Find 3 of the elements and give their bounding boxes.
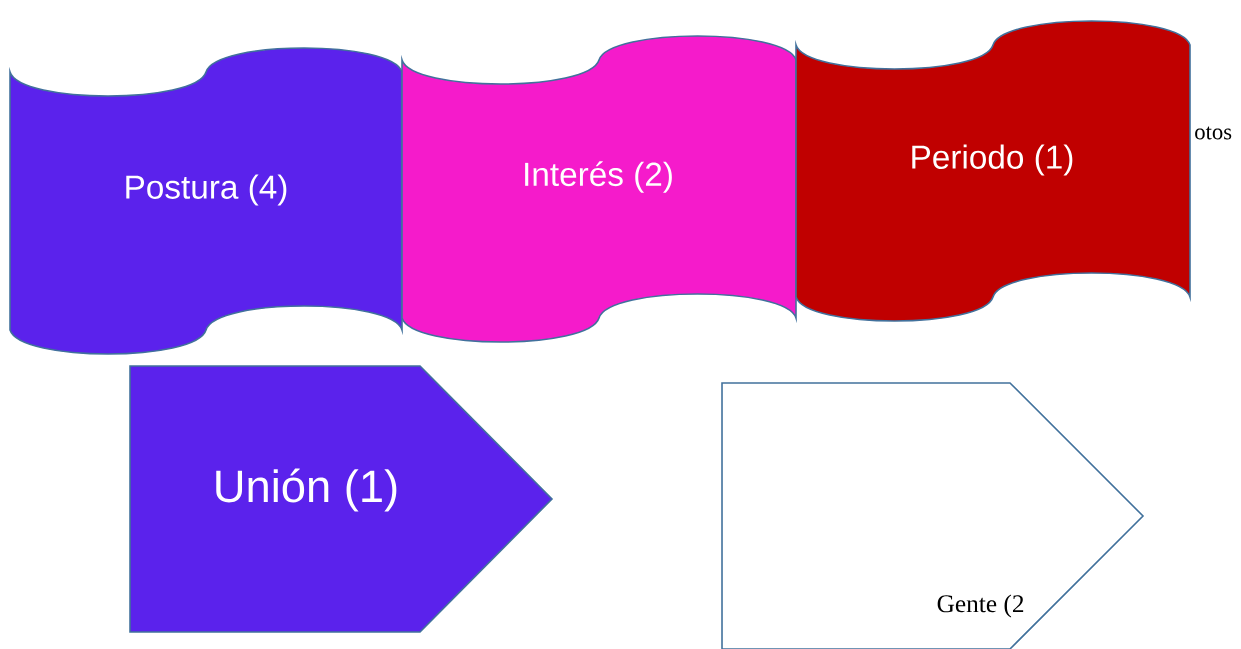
wave-banner: Postura (4) [9,47,403,355]
wave-banner: Periodo (1) [795,20,1191,322]
wave-banner: Interés (2) [401,35,797,343]
